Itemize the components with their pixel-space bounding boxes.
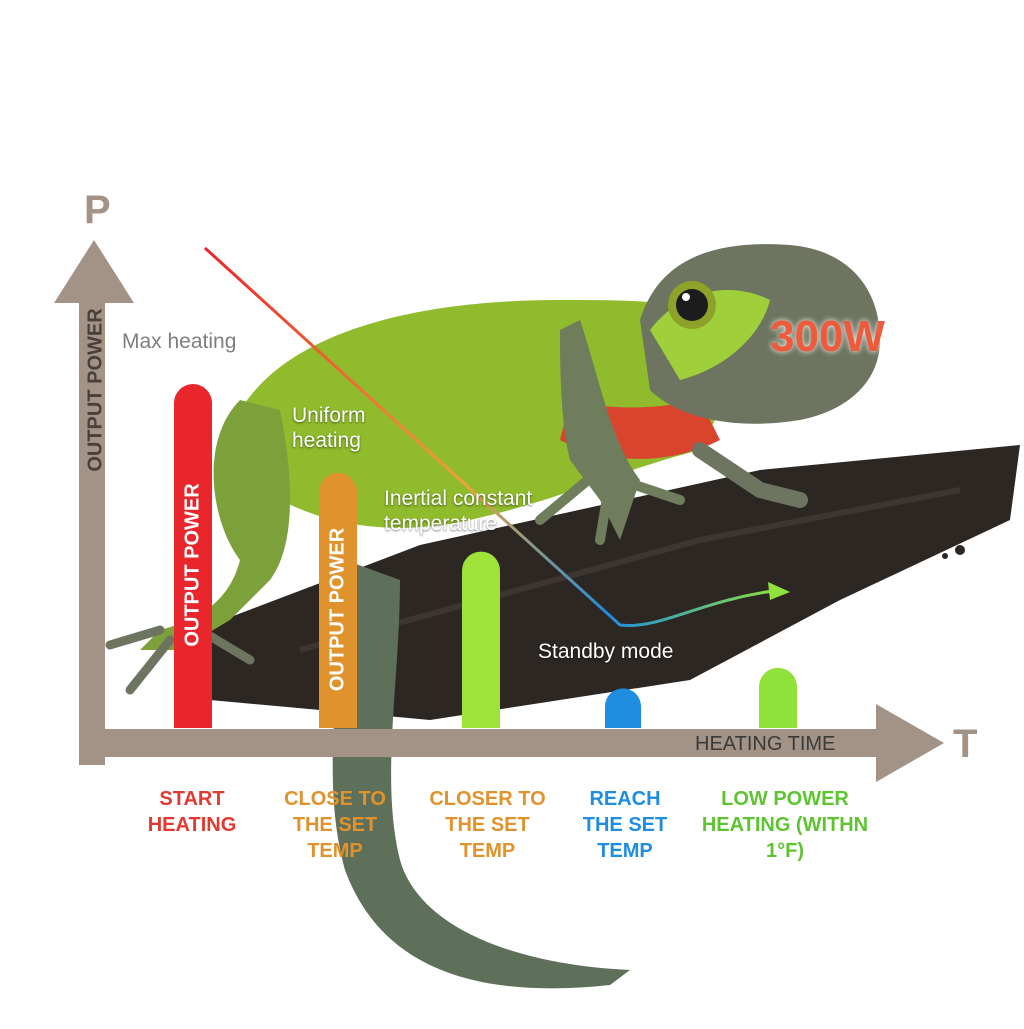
x-axis-label: HEATING TIME (695, 733, 836, 755)
bar-2 (462, 551, 500, 728)
lizard-illustration (105, 244, 1020, 989)
y-axis-line (79, 300, 105, 765)
power-trend-curve (203, 246, 781, 628)
category-label-close: CLOSE TO THE SET TEMP (284, 788, 386, 862)
power-label: 300W (770, 312, 885, 361)
y-axis-label: OUTPUT POWER (84, 308, 107, 472)
bar-0 (174, 384, 212, 728)
chart-axes (54, 240, 944, 782)
category-label-low: LOW POWER HEATING (WITHN 1°F) (701, 788, 869, 862)
x-axis-line (79, 729, 879, 757)
trend-arrow-head (768, 582, 790, 600)
bar-base-3 (605, 708, 641, 728)
category-label-reach: REACH THE SET TEMP (582, 788, 668, 862)
bar-labels-group: OUTPUT POWER OUTPUT POWER (181, 483, 348, 691)
annotation-standby: Standby mode (538, 640, 674, 663)
category-label-closer: CLOSER TO THE SET TEMP (429, 788, 546, 862)
bar-label-0: OUTPUT POWER (181, 483, 203, 647)
y-axis-letter: P (84, 188, 111, 232)
bars-group (174, 384, 797, 728)
x-axis-arrow (876, 704, 944, 782)
bar-base-1 (319, 707, 357, 728)
annotation-uniform-heating: Uniform heating (292, 404, 366, 452)
annotation-max-heating: Max heating (122, 330, 237, 353)
category-label-start: START HEATING (147, 788, 237, 836)
bar-base-4 (759, 707, 797, 728)
annotation-inertial: Inertial constant temperature (384, 487, 533, 535)
bar-base-0 (174, 707, 212, 728)
bar-1 (319, 472, 357, 728)
x-axis-letter: T (953, 722, 978, 766)
bar-label-1: OUTPUT POWER (326, 527, 348, 691)
y-axis-arrow (54, 240, 134, 303)
bar-base-2 (462, 707, 500, 728)
